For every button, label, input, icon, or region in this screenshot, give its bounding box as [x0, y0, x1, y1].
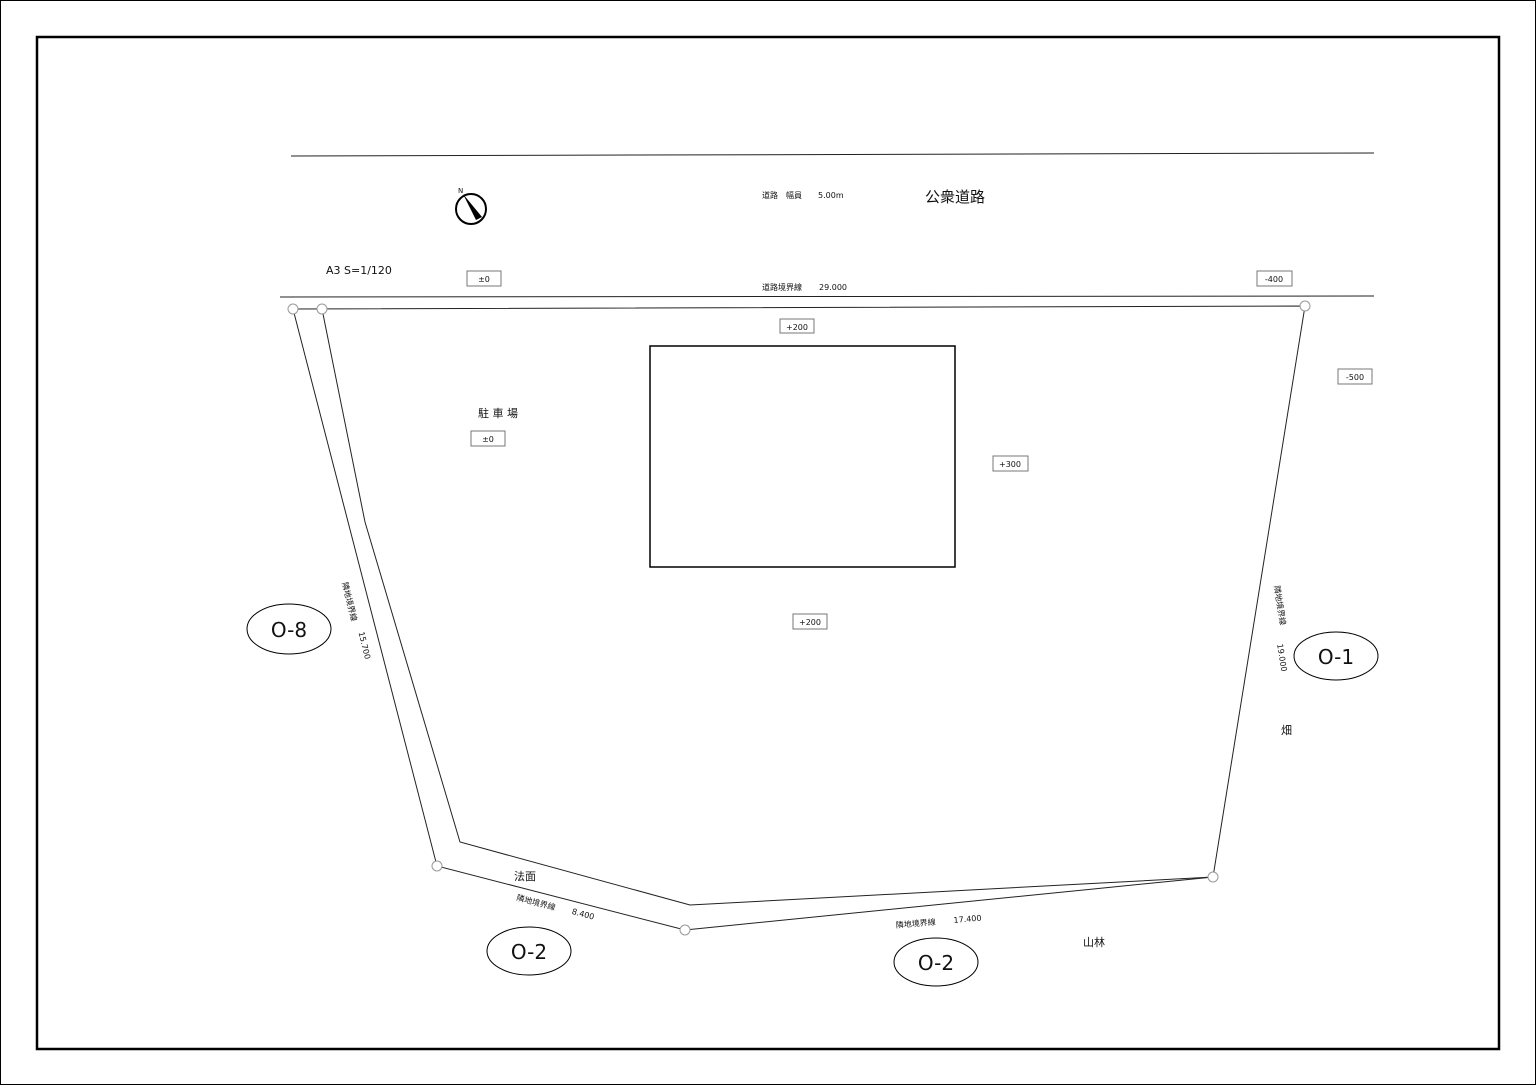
north-arrow-icon: N	[455, 187, 487, 225]
neighbor-tag: O-1	[1293, 631, 1379, 681]
forest-label: 山林	[1083, 935, 1105, 949]
field-label: 畑	[1281, 724, 1292, 737]
road-width-label: 道路 幅員	[762, 190, 802, 200]
svg-text:±0: ±0	[482, 435, 494, 444]
level-marker: +200	[779, 318, 815, 334]
neighbor-tag: O-2	[486, 926, 572, 976]
neighbor-tag: O-2	[893, 937, 979, 987]
boundary-label-south: 隣地境界線 17.400	[895, 914, 982, 930]
svg-text:17.400: 17.400	[953, 914, 982, 925]
slope-label: 法面	[514, 869, 536, 883]
svg-text:O-2: O-2	[918, 951, 954, 975]
north-label: N	[458, 187, 463, 195]
parking-label: 駐 車 場	[478, 406, 518, 420]
svg-text:O-2: O-2	[511, 940, 547, 964]
svg-text:隣地境界線: 隣地境界線	[895, 917, 936, 930]
level-marker: ±0	[470, 430, 506, 447]
road-far-edge	[290, 152, 1375, 157]
svg-text:-400: -400	[1265, 275, 1283, 284]
svg-text:-500: -500	[1346, 373, 1364, 382]
level-marker: -400	[1256, 270, 1293, 287]
building-footprint	[649, 345, 956, 568]
svg-text:19.000: 19.000	[1275, 643, 1288, 672]
svg-text:+200: +200	[799, 618, 821, 627]
level-marker: ±0	[466, 270, 502, 287]
svg-text:+300: +300	[999, 460, 1021, 469]
neighbor-tag: O-8	[246, 603, 332, 655]
svg-text:±0: ±0	[478, 275, 490, 284]
road-name: 公衆道路	[925, 188, 985, 206]
level-marker: +200	[792, 613, 828, 630]
road-boundary-label: 道路境界線	[762, 282, 802, 292]
boundary-points	[287, 300, 1311, 936]
scale-label: A3 S=1/120	[326, 264, 392, 277]
level-marker: -500	[1337, 368, 1373, 385]
road-boundary-line	[279, 295, 1375, 298]
level-marker: +300	[992, 455, 1029, 472]
svg-text:+200: +200	[786, 323, 808, 332]
road-boundary-length: 29.000	[819, 283, 847, 292]
svg-text:O-1: O-1	[1318, 645, 1354, 669]
road-width-value: 5.00m	[818, 191, 844, 200]
svg-text:O-8: O-8	[271, 618, 307, 642]
site-boundary	[292, 305, 1306, 931]
drawing-frame	[35, 35, 1501, 1051]
slope-line	[321, 308, 1214, 906]
